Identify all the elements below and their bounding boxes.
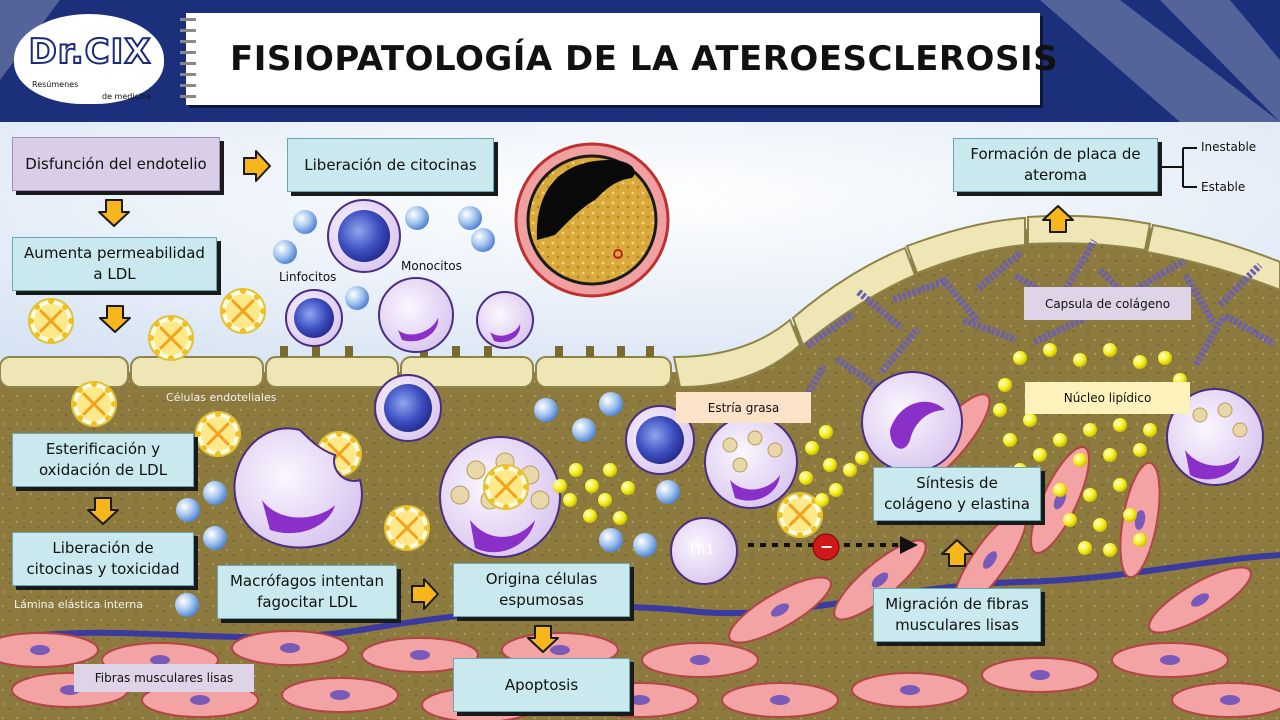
label-fibras-musculares: Fibras musculares lisas bbox=[74, 664, 254, 692]
label-nucleo-lipidico: Núcleo lipídico bbox=[1025, 382, 1190, 414]
label-estria-grasa: Estría grasa bbox=[676, 392, 811, 423]
logo-subtitle-left: Resúmenes bbox=[32, 80, 79, 89]
box-esterificacion: Esterificación y oxidación de LDL bbox=[12, 433, 194, 487]
logo-subtitle-right: de medicina bbox=[102, 92, 152, 101]
box-aumenta-permeabilidad: Aumenta permeabilidad a LDL bbox=[12, 237, 217, 291]
macrophage bbox=[233, 427, 363, 549]
logo-text: Dr.CIX bbox=[28, 31, 152, 73]
box-apoptosis: Apoptosis bbox=[453, 658, 630, 712]
box-formacion-placa: Formación de placa de ateroma bbox=[953, 138, 1158, 192]
label-celulas-endoteliales: Células endoteliales bbox=[166, 391, 277, 404]
title-card: FISIOPATOLOGÍA DE LA ATEROESCLEROSIS bbox=[180, 13, 1058, 105]
lymphocyte-particles bbox=[175, 206, 680, 617]
box-liberacion-toxicidad: Liberación de citocinas y toxicidad bbox=[12, 532, 194, 586]
label-lamina-elastica: Lámina elástica interna bbox=[14, 598, 143, 611]
inhibition-sign: − bbox=[820, 537, 834, 556]
th1-inhibition bbox=[748, 533, 918, 561]
page-title: FISIOPATOLOGÍA DE LA ATEROESCLEROSIS bbox=[230, 39, 1059, 79]
label-capsula-colageno: Capsula de colágeno bbox=[1024, 287, 1191, 320]
vessel-cross-section bbox=[514, 142, 670, 298]
logo: Dr.CIX Resúmenes de medicina bbox=[14, 14, 164, 104]
box-sintesis-colageno: Síntesis de colágeno y elastina bbox=[873, 467, 1041, 521]
box-macrofagos: Macrófagos intentan fagocitar LDL bbox=[217, 565, 397, 619]
label-inestable: Inestable bbox=[1201, 140, 1257, 154]
th1-cell bbox=[670, 517, 738, 585]
outcome-bracket bbox=[1160, 147, 1197, 188]
label-estable: Estable bbox=[1201, 180, 1246, 194]
label-linfocitos: Linfocitos bbox=[279, 270, 337, 284]
box-migracion-fibras: Migración de fibras musculares lisas bbox=[873, 588, 1041, 642]
immune-cells bbox=[285, 199, 738, 585]
label-th1: Th1 bbox=[688, 542, 715, 558]
label-monocitos: Monocitos bbox=[401, 259, 462, 273]
box-liberacion-citocinas: Liberación de citocinas bbox=[287, 138, 494, 192]
foam-cells bbox=[439, 371, 1264, 558]
box-celulas-espumosas: Origina células espumosas bbox=[453, 563, 630, 617]
box-disfuncion-endotelio: Disfunción del endotelio bbox=[12, 137, 220, 191]
lipid-droplets bbox=[553, 343, 1187, 557]
notebook-spiral bbox=[180, 13, 196, 105]
endothelium bbox=[0, 214, 1280, 389]
lamina-elastica bbox=[0, 552, 1280, 643]
